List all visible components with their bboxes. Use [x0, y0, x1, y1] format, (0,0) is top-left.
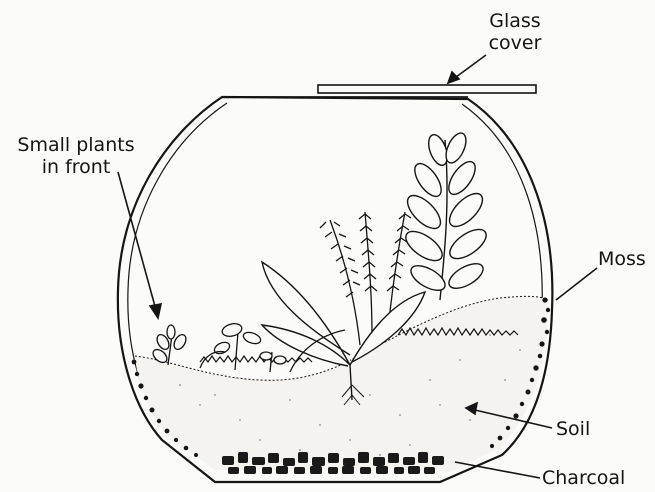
- moss-leader: [556, 268, 597, 300]
- charcoal-label: Charcoal: [542, 467, 625, 489]
- tall-fern-plant: [401, 130, 491, 300]
- glass-cover-label-line2: cover: [470, 32, 560, 54]
- soil-label: Soil: [556, 418, 590, 440]
- glass-cover-label: Glass cover: [470, 10, 560, 54]
- small-plants-label: Small plants in front: [6, 134, 146, 178]
- small-plants-label-line1: Small plants: [6, 134, 146, 156]
- glass-cover: [318, 85, 536, 93]
- small-plants-label-line2: in front: [6, 156, 146, 178]
- small-plants-arrowhead: [150, 304, 161, 318]
- soil-layer: [135, 296, 548, 472]
- moss-tufts-left: [200, 356, 312, 362]
- glass-cover-arrowhead: [448, 72, 459, 83]
- glass-cover-label-line1: Glass: [470, 10, 560, 32]
- moss-label: Moss: [598, 248, 646, 270]
